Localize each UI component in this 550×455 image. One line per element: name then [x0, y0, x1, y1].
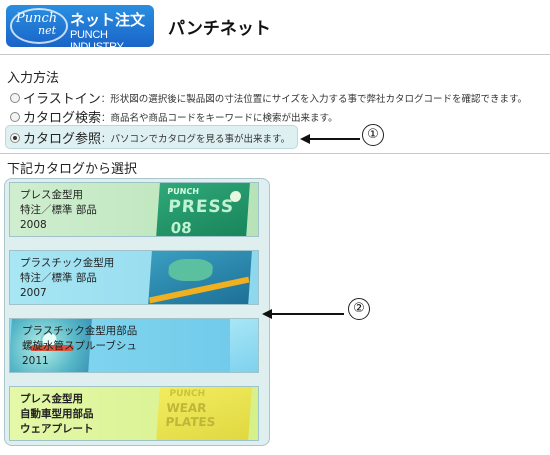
- catalog-item-wear-plates[interactable]: PUNCH WEAR PLATES プレス金型用 自動車型用部品 ウェアプレート: [9, 386, 259, 441]
- catalog-item-text: プラスチック金型用部品 螺旋水管スプルーブシュ 2011: [22, 324, 137, 369]
- catalog-item-line3: 2011: [22, 355, 49, 367]
- option-catalog-reference[interactable]: カタログ参照 ：パソコンでカタログを見る事が出来ます。: [10, 128, 290, 147]
- catalog-search-radio[interactable]: [10, 111, 20, 122]
- logo-mark: [10, 8, 68, 44]
- input-method-label: 入力方法: [7, 71, 60, 86]
- option-catalog-search[interactable]: カタログ検索 ：商品名や商品コードをキーワードに検索が出来ます。: [10, 107, 338, 126]
- option-illust-in[interactable]: イラストイン ：形状図の選択後に製品図の寸法位置にサイズを入力する事で弊社カタロ…: [10, 88, 527, 107]
- catalog-item-line2: 自動車型用部品: [20, 408, 94, 420]
- cover-title: PRESS: [167, 197, 235, 217]
- catalog-item-line1: プレス金型用: [20, 189, 83, 201]
- cover-brand: PUNCH: [167, 187, 200, 196]
- catalog-item-text: プレス金型用 自動車型用部品 ウェアプレート: [20, 392, 94, 437]
- catalog-item-line2: 螺旋水管スプルーブシュ: [22, 340, 137, 352]
- section-divider: [0, 153, 550, 154]
- catalog-select-label: 下記カタログから選択: [7, 162, 138, 177]
- catalog-reference-radio[interactable]: [10, 132, 20, 143]
- selected-option-highlight: [5, 125, 298, 149]
- page-title: パンチネット: [168, 19, 271, 39]
- catalog-item-line3: 2008: [20, 219, 47, 231]
- catalog-cover-image: PUNCH PRESS 08: [156, 183, 250, 237]
- catalog-item-line3: 2007: [20, 287, 47, 299]
- catalog-item-line3: ウェアプレート: [20, 423, 94, 435]
- cover-band: [149, 276, 250, 304]
- annotation-marker-1: ①: [362, 124, 384, 146]
- catalog-cover-edge: [230, 319, 258, 372]
- catalog-search-desc: ：商品名や商品コードをキーワードに検索が出来ます。: [101, 112, 338, 124]
- catalog-reference-label: カタログ参照: [23, 132, 102, 147]
- catalog-item-line2: 特注／標準 部品: [20, 204, 97, 216]
- catalog-cover-image: PUNCH WEAR PLATES: [156, 387, 252, 440]
- logo-brand-word: net: [38, 24, 57, 37]
- catalog-item-text: プラスチック金型用 特注／標準 部品 2007: [20, 256, 114, 301]
- cover-mold-image: [167, 259, 214, 281]
- catalog-item-plastic-2007[interactable]: プラスチック金型用 特注／標準 部品 2007: [9, 250, 259, 305]
- catalog-item-line1: プラスチック金型用部品: [22, 325, 138, 337]
- cover-title: WEAR PLATES: [164, 401, 216, 429]
- annotation-arrow-2: [262, 309, 344, 319]
- logo-line2: PUNCH INDUSTRY: [70, 29, 124, 47]
- header-divider: [0, 54, 550, 55]
- catalog-item-sprue-bushing-2011[interactable]: プラスチック金型用部品 螺旋水管スプルーブシュ 2011: [9, 318, 259, 373]
- catalog-item-line1: プレス金型用: [20, 393, 83, 405]
- annotation-arrow-1: [300, 134, 360, 144]
- catalog-cover-image: [148, 251, 252, 304]
- catalog-item-text: プレス金型用 特注／標準 部品 2008: [20, 188, 97, 233]
- illust-in-desc: ：形状図の選択後に製品図の寸法位置にサイズを入力する事で弊社カタログコードを確認…: [100, 93, 528, 105]
- cover-badge-icon: [229, 191, 242, 202]
- catalog-search-label: カタログ検索: [23, 111, 102, 126]
- catalog-reference-desc: ：パソコンでカタログを見る事が出来ます。: [101, 133, 291, 145]
- logo-line1: ネット注文: [70, 11, 146, 29]
- cover-brand: PUNCH: [169, 389, 206, 399]
- catalog-item-line1: プラスチック金型用: [20, 257, 115, 269]
- logo-brand-word: Punch: [16, 11, 58, 26]
- catalog-item-press-2008[interactable]: PUNCH PRESS 08 プレス金型用 特注／標準 部品 2008: [9, 182, 259, 237]
- cover-number: 08: [170, 219, 193, 237]
- catalog-item-line2: 特注／標準 部品: [20, 272, 97, 284]
- illust-in-label: イラストイン: [23, 92, 101, 107]
- illust-in-radio[interactable]: [10, 92, 20, 103]
- annotation-marker-2: ②: [348, 298, 370, 320]
